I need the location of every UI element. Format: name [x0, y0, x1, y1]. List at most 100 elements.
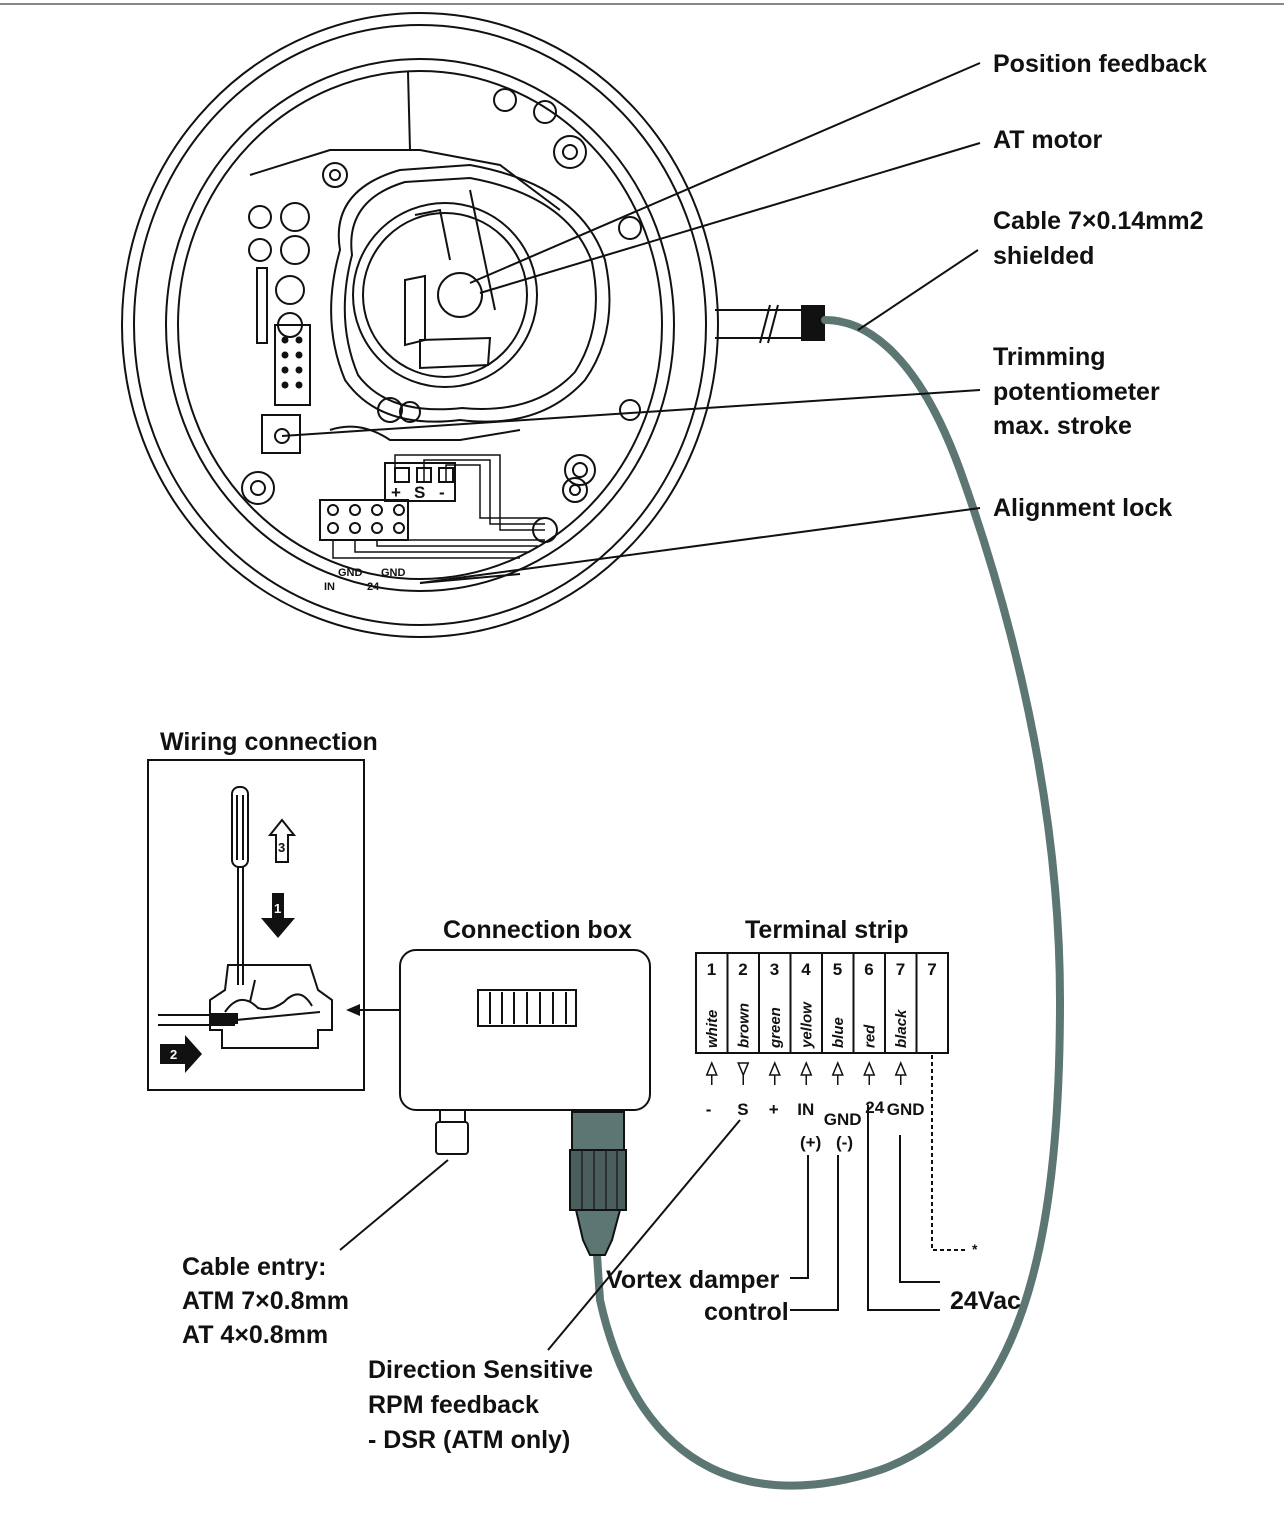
dsr-label-line1: Direction Sensitive [368, 1356, 593, 1384]
trimming-label-line3: max. stroke [993, 412, 1132, 440]
vortex-label-line2: control [704, 1298, 789, 1326]
internal-wire [376, 540, 538, 547]
wiring-inset-frame [147, 759, 365, 1091]
pcb-plus-label: + [391, 483, 401, 502]
cable-label-line1: Cable 7×0.14mm2 [993, 207, 1204, 235]
dsr-label-line2: RPM feedback [368, 1391, 539, 1419]
terminal-strip-title: Terminal strip [745, 916, 908, 944]
terminal-signal-label: 24 [865, 1098, 884, 1117]
wiring-connection-title: Wiring connection [160, 728, 378, 756]
terminal-strip: Terminal strip 1white2brown3green4yellow… [339, 916, 978, 1351]
alignment-lock-label: Alignment lock [993, 494, 1172, 522]
internal-wire [394, 454, 545, 531]
cable-entry-gland-nut [435, 1121, 469, 1155]
pin [371, 504, 383, 516]
plus-paren-label: (+) [800, 1133, 821, 1152]
terminal-wires [339, 1055, 968, 1351]
housing-outer-ring [121, 12, 719, 638]
terminal-arrow [863, 1061, 876, 1085]
internal-wire [354, 540, 530, 553]
mount-hole [322, 162, 348, 188]
terminal-number: 6 [864, 960, 873, 979]
terminal-wire-color: green [767, 1007, 784, 1049]
pin [327, 504, 339, 516]
cable-connector [571, 1111, 625, 1155]
cable-entry-gland [439, 1109, 466, 1123]
terminal-number: 2 [738, 960, 747, 979]
wire-24-to-vac [867, 1105, 940, 1311]
pin-gnd1-label: GND [338, 567, 363, 579]
mount-hole [533, 100, 557, 124]
cable-gland [532, 517, 558, 543]
cable-leader [857, 249, 979, 331]
mount-hole [241, 471, 275, 505]
capacitor [275, 275, 305, 305]
housing-ring-2 [133, 24, 707, 626]
terminal-arrow [831, 1061, 844, 1085]
cable-break-mark [759, 304, 771, 344]
internal-wire [332, 540, 520, 559]
inset-pointer-arrowhead [346, 1004, 360, 1016]
connection-box: Connection box [399, 916, 651, 1256]
dsr-leader [547, 1119, 741, 1351]
wire-7-dashed [931, 1055, 968, 1251]
arrow-right-icon: 2 [160, 1035, 202, 1073]
pin-in-label: IN [324, 581, 335, 593]
bracket-outline [249, 149, 561, 211]
terminal-arrow [705, 1061, 718, 1085]
mount-hole-inner [569, 484, 581, 496]
mount-hole-inner [250, 480, 266, 496]
wire-end [210, 1013, 238, 1024]
capacitor [248, 205, 272, 229]
cable-entry-line2: ATM 7×0.8mm [182, 1287, 349, 1315]
cable-connector-tail [574, 1209, 622, 1256]
terminal-arrow [768, 1061, 781, 1085]
cable-sleeve [801, 305, 825, 341]
cable-entry-leader [339, 1159, 449, 1251]
mount-hole [619, 399, 641, 421]
step-2-label: 2 [170, 1047, 177, 1062]
wiring-connection-inset: Wiring connection 3 1 [147, 728, 468, 1091]
lower-plate [329, 425, 521, 441]
terminal-signal-label: - [706, 1100, 712, 1119]
terminal-wire-color: brown [735, 1003, 752, 1048]
terminal-wire-color: blue [830, 1017, 847, 1048]
alignment-lock-leader [419, 507, 981, 584]
mount-hole-inner [329, 169, 341, 181]
internal-wire [445, 464, 545, 519]
dsr-label-line3: - DSR (ATM only) [368, 1426, 570, 1454]
terminal-number: 5 [833, 960, 842, 979]
terminal-clamp [209, 964, 333, 1049]
mount-hole [562, 477, 588, 503]
pin-header [256, 267, 268, 344]
asterisk-label: * [972, 1241, 978, 1257]
vortex-label-line1: Vortex damper [606, 1266, 779, 1294]
mount-hole-inner [572, 462, 588, 478]
connector-pins [281, 336, 303, 389]
vac-label: 24Vac [950, 1287, 1021, 1315]
capacitor [280, 202, 310, 232]
at-motor-body [352, 202, 538, 388]
step-3-label: 3 [278, 840, 285, 855]
alignment-screw [377, 397, 403, 423]
pin-connector [319, 499, 409, 541]
wire-gnd-to-vortex [790, 1155, 839, 1311]
terminal-arrow [737, 1062, 750, 1085]
callout-leaders [281, 62, 981, 584]
at-motor-rim [362, 212, 528, 378]
connection-box-body [399, 949, 651, 1111]
terminal-signal-label: GND [824, 1110, 862, 1129]
pin [349, 504, 361, 516]
wire-gnd-to-vac [899, 1135, 940, 1283]
housing-ring-3 [165, 58, 675, 592]
mount-hole [618, 216, 642, 240]
gear-housing-inner [343, 176, 597, 411]
step-1-label: 1 [274, 901, 281, 916]
motor-slot [414, 208, 451, 261]
position-feedback-label: Position feedback [993, 50, 1207, 78]
mount-hole [553, 135, 587, 169]
terminal-signal-label: GND [887, 1100, 925, 1119]
shielded-cable [593, 316, 1065, 1490]
